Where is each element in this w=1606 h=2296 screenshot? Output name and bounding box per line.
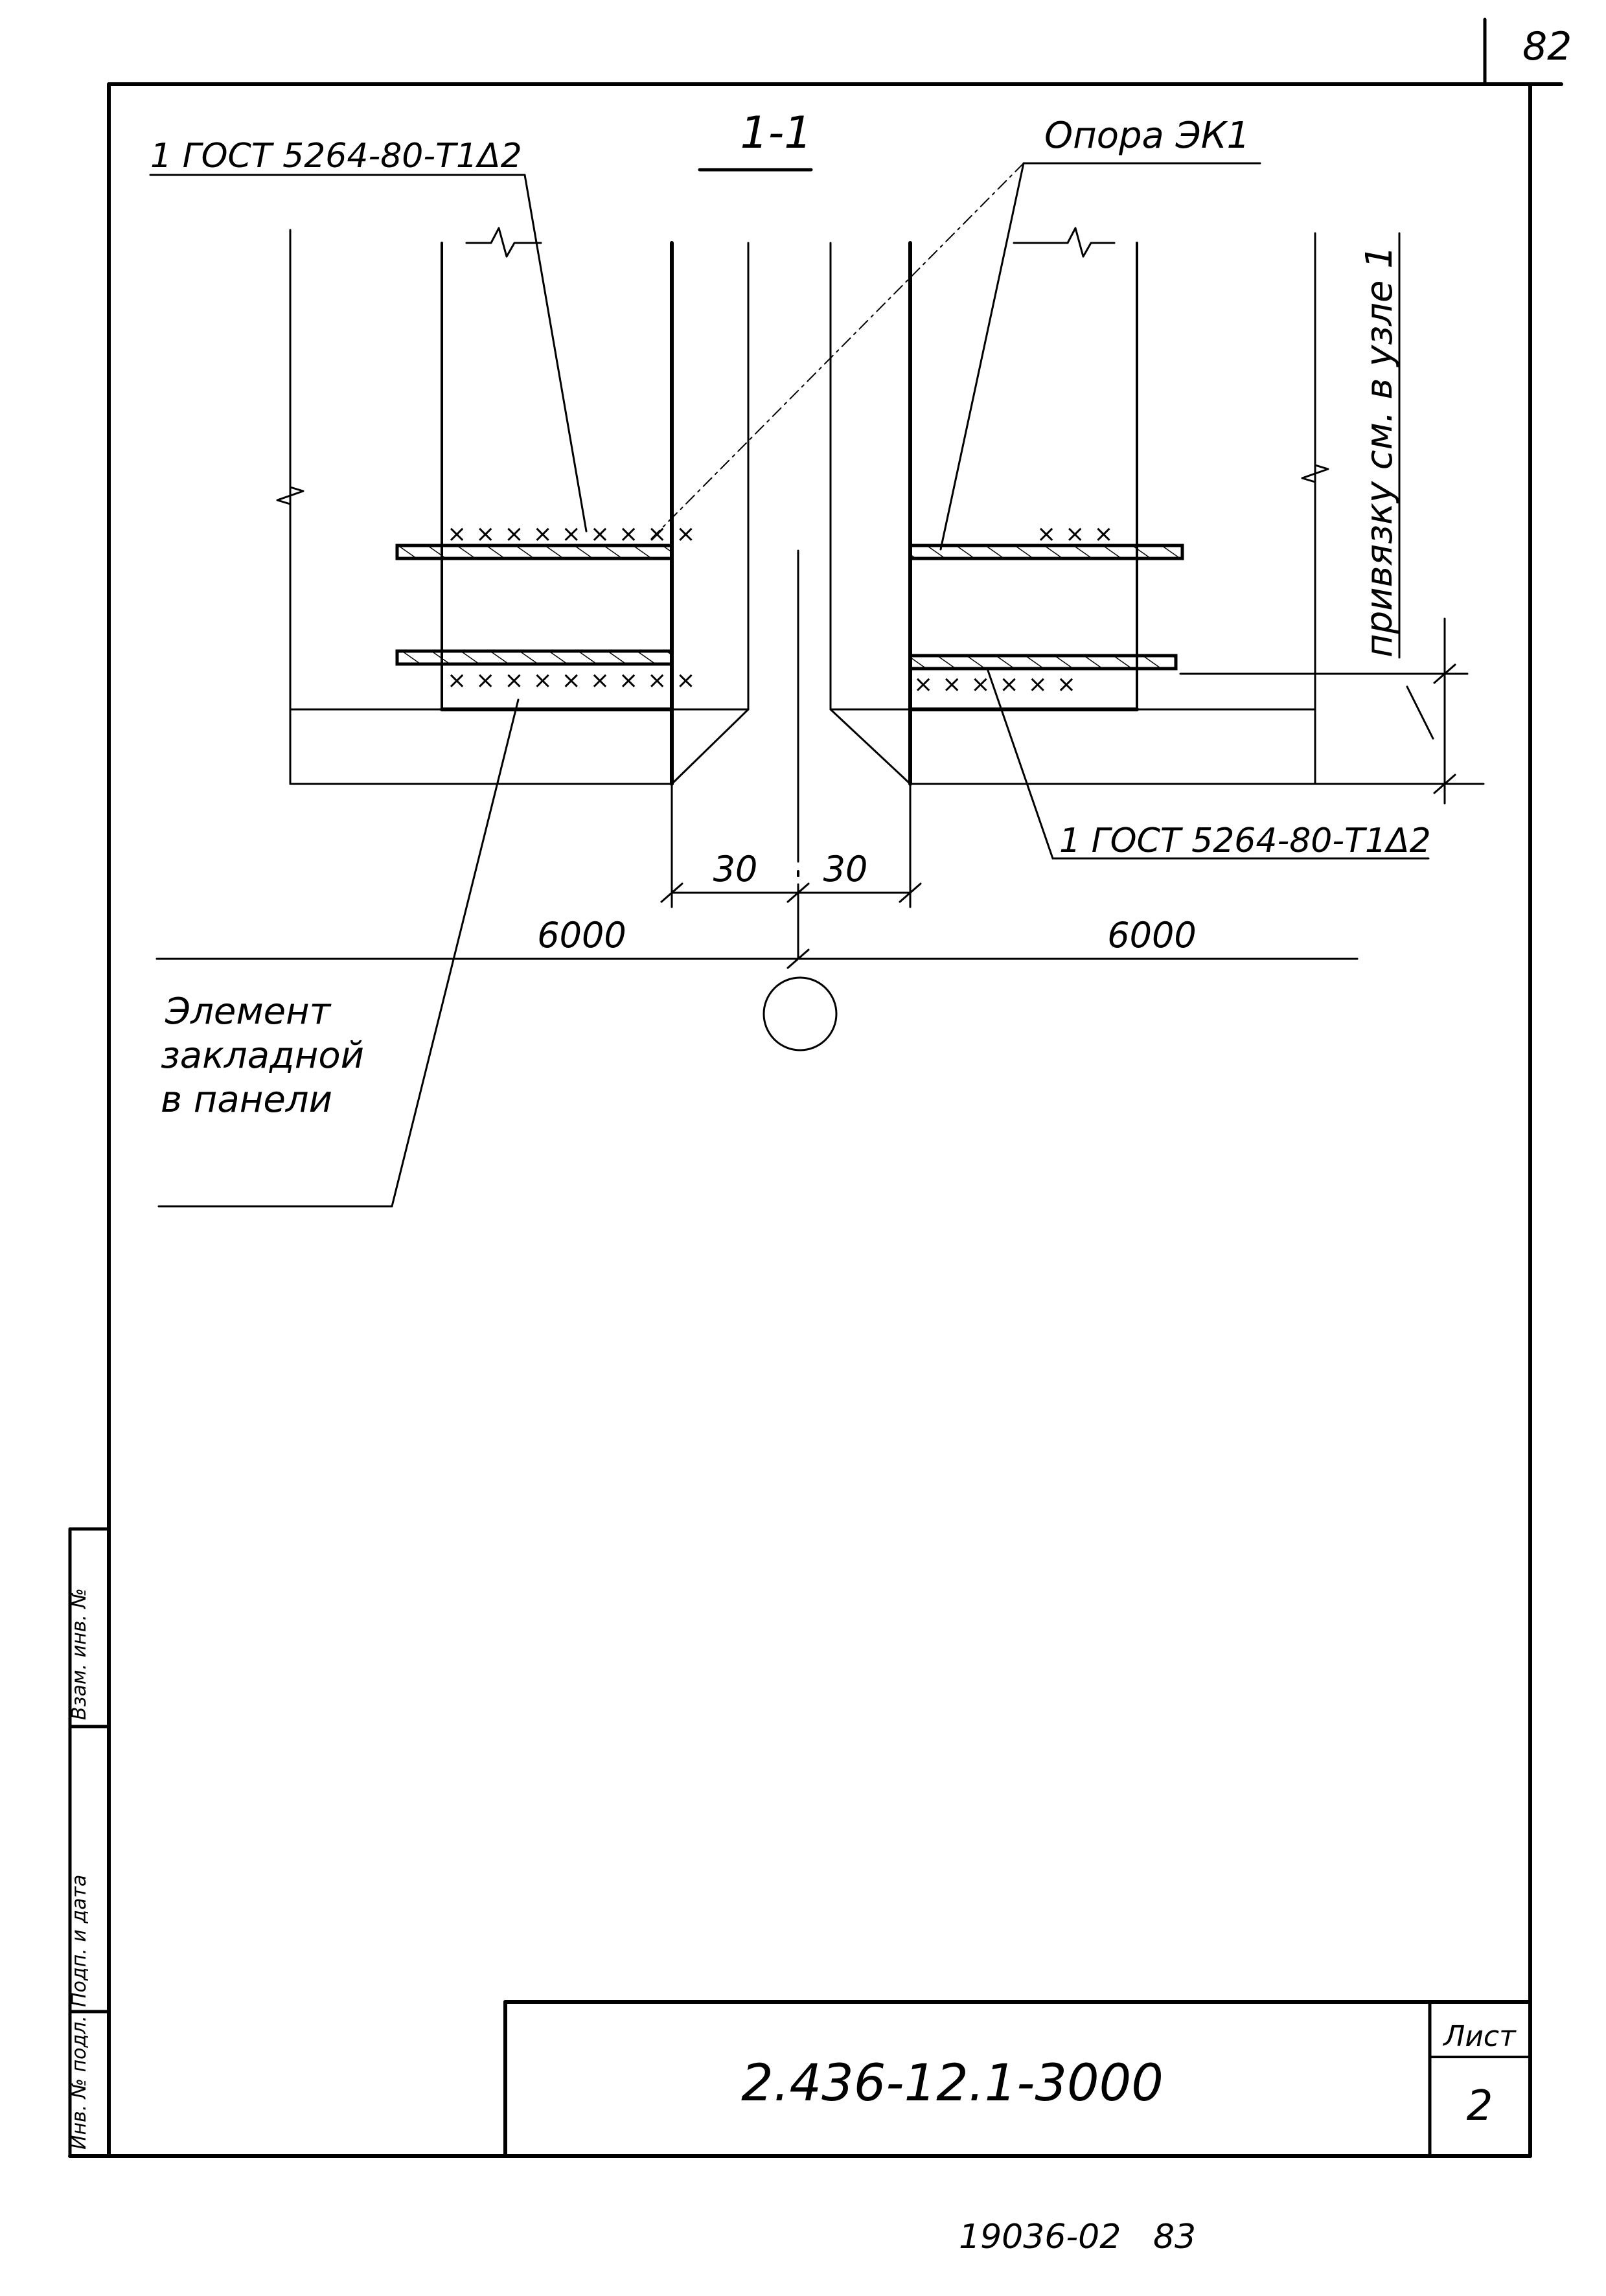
- callout-support: Опора ЭК1: [650, 115, 1261, 551]
- sheet-label: Лист: [1442, 2020, 1517, 2053]
- document-code: 2.436-12.1-3000: [741, 2054, 1164, 2113]
- dimension-gap: 30 30: [660, 783, 922, 908]
- reference-note: привязку см. в узле 1: [1359, 246, 1401, 658]
- gost-label-bottom-right: 1 ГОСТ 5264-80-Т1Δ2: [1059, 821, 1431, 860]
- dimension-gap-left: 30: [713, 849, 758, 890]
- embedded-label-line2: закладной: [161, 1035, 364, 1077]
- section-heading: 1-1: [698, 108, 813, 172]
- dimension-span-right: 6000: [1107, 915, 1196, 956]
- right-upper-plate: ×××: [908, 521, 1184, 560]
- callout-embedded-element: Элемент закладной в панели: [157, 698, 520, 1208]
- dimension-span: 6000 6000: [155, 915, 1359, 969]
- side-stamp-cell-2: Подп. и дата: [68, 1875, 91, 2007]
- embedded-label-line1: Элемент: [165, 991, 332, 1033]
- support-label: Опора ЭК1: [1044, 115, 1250, 157]
- axis-marker-circle: [763, 976, 838, 1051]
- reference-note-group: привязку см. в узле 1: [1179, 232, 1485, 805]
- corner-sheet-number: 82: [1522, 24, 1572, 69]
- right-panel: [829, 227, 1329, 786]
- weld-mark-left-lower: ×××××××××: [447, 667, 704, 694]
- dimension-gap-right: 30: [823, 849, 868, 890]
- embedded-label-line3: в панели: [161, 1079, 332, 1121]
- left-panel: [276, 227, 750, 786]
- left-lower-plate: ×××××××××: [395, 649, 704, 694]
- callout-gost-top-left: 1 ГОСТ 5264-80-Т1Δ2: [149, 137, 588, 533]
- weld-mark-left-upper: ×××××××××: [447, 521, 704, 547]
- drawing-frame: [68, 82, 1563, 2158]
- right-lower-plate: ××××××: [908, 654, 1178, 698]
- side-stamp-cell-1: Инв. № подл.: [68, 2015, 91, 2150]
- footer-code: 19036-02 83: [959, 2218, 1196, 2256]
- sheet-number: 2: [1467, 2082, 1493, 2130]
- callout-gost-bottom-right: 1 ГОСТ 5264-80-Т1Δ2: [987, 669, 1431, 860]
- left-upper-plate: ×××××××××: [395, 521, 704, 560]
- section-label: 1-1: [740, 108, 812, 159]
- weld-mark-right-upper: ×××: [1037, 521, 1123, 547]
- gost-label-top-left: 1 ГОСТ 5264-80-Т1Δ2: [150, 137, 522, 176]
- side-stamp-cell-3: Взам. инв. №: [68, 1588, 91, 1720]
- corner-sheet-number-group: 82: [1483, 17, 1572, 85]
- weld-mark-right-lower: ××××××: [913, 671, 1085, 698]
- title-block: 2.436-12.1-3000 Лист 2: [503, 2000, 1532, 2158]
- dimension-span-left: 6000: [537, 915, 626, 956]
- side-stamp: Инв. № подл. Подп. и дата Взам. инв. №: [68, 1527, 111, 2158]
